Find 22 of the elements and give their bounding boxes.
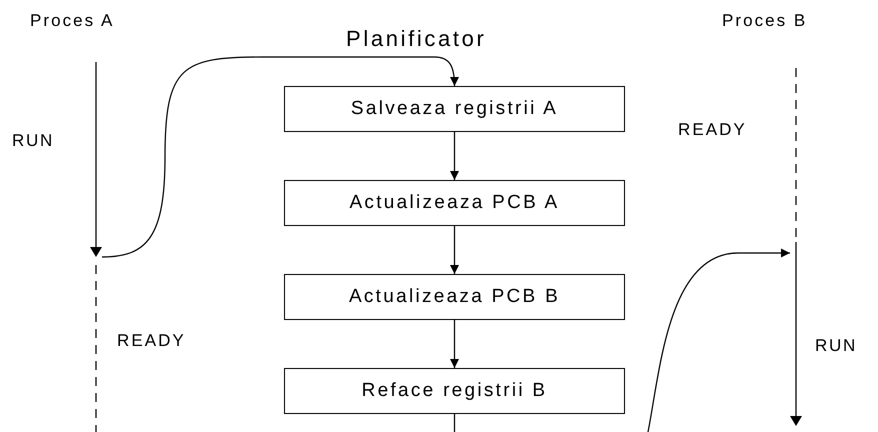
arrow (450, 132, 459, 180)
box-label: Actualizeaza PCB A (349, 190, 560, 215)
state-label: RUN (815, 335, 857, 357)
column-heading: Proces A (30, 10, 114, 32)
state-label: READY (117, 330, 186, 352)
box-label: Actualizeaza PCB B (348, 284, 560, 309)
process-box (284, 368, 625, 414)
column-heading: Proces B (722, 10, 808, 32)
process-box (284, 86, 625, 132)
process-box (284, 274, 625, 320)
arrow (647, 248, 790, 432)
arrow (450, 320, 459, 368)
column-heading: Planificator (346, 25, 487, 53)
state-label: READY (678, 119, 747, 141)
box-label: Reface registrii B (362, 378, 548, 403)
timeline-arrow (790, 242, 802, 426)
box-label: Salveaza registrii A (350, 96, 558, 121)
arrow (450, 226, 459, 274)
timeline-arrow (90, 62, 102, 257)
process-box (284, 180, 625, 226)
arrow (102, 56, 459, 258)
state-label: RUN (12, 130, 54, 152)
